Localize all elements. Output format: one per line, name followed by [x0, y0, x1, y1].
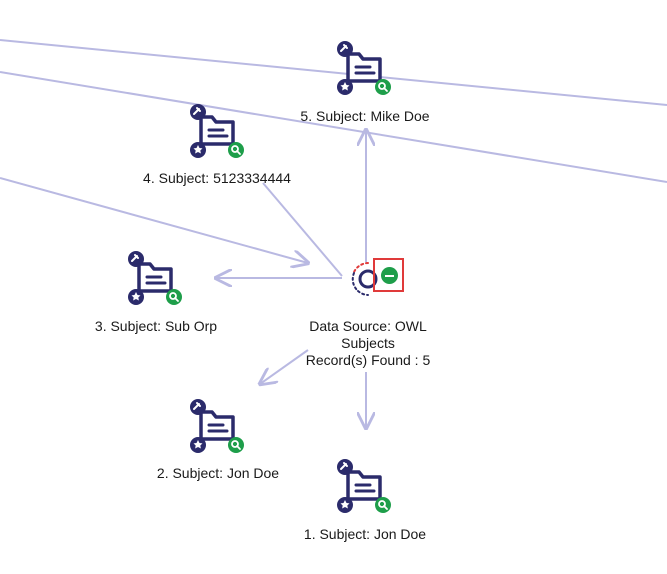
subject-node-4[interactable] [189, 103, 245, 159]
owl-source-icon [351, 262, 378, 296]
subject-node-5[interactable] [336, 40, 392, 96]
subject-node-3[interactable] [127, 250, 183, 306]
subject-node-1-label: 1. Subject: Jon Doe [303, 526, 427, 542]
subject-record-icon [190, 399, 244, 453]
subject-node-3-label: 3. Subject: Sub Orp [94, 318, 218, 334]
graph-edge [262, 182, 343, 277]
source-label-line2: Subjects [341, 335, 395, 351]
subject-node-4-label: 4. Subject: 5123334444 [143, 170, 291, 186]
source-label: Data Source: OWL Subjects Record(s) Foun… [306, 318, 431, 369]
owl-source-node[interactable] [348, 259, 388, 299]
source-label-line1: Data Source: OWL [309, 318, 427, 334]
collapse-source-highlight[interactable] [373, 258, 404, 292]
subject-record-icon [337, 41, 391, 95]
subject-node-5-label: 5. Subject: Mike Doe [300, 108, 430, 124]
subject-node-1[interactable] [336, 458, 392, 514]
graph-edge [0, 71, 667, 183]
minus-circle-icon[interactable] [381, 267, 398, 284]
source-label-line3: Record(s) Found : 5 [305, 352, 431, 368]
subject-node-2[interactable] [189, 398, 245, 454]
graph-edge [260, 349, 309, 384]
subject-node-2-label: 2. Subject: Jon Doe [156, 465, 280, 481]
graph-edge [0, 177, 308, 263]
subject-record-icon [128, 251, 182, 305]
subject-record-icon [190, 104, 244, 158]
subject-record-icon [337, 459, 391, 513]
graph-edge [0, 39, 667, 106]
